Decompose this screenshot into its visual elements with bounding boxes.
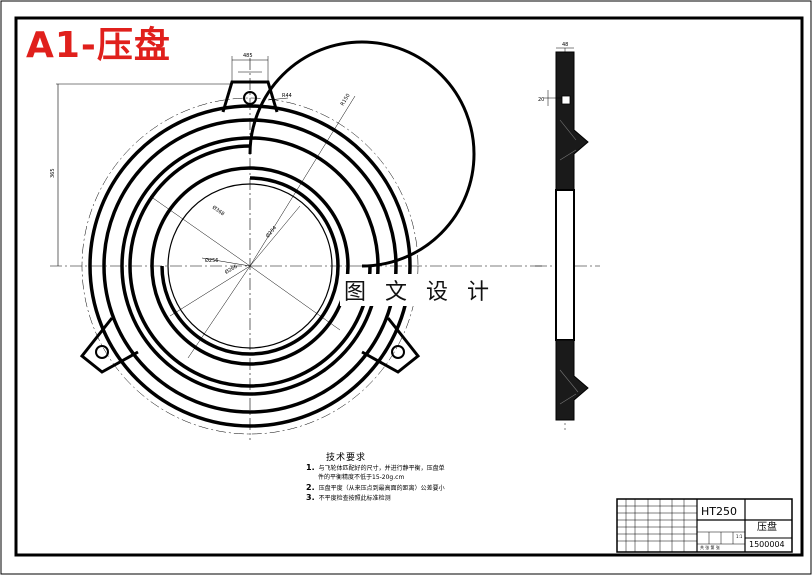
dim-365: 365 [50, 168, 56, 178]
top-lug [221, 80, 279, 113]
note-1-text: 与飞轮体匹配好的尺寸，并进行静平衡，压盘单 [318, 465, 445, 472]
side-section-view [535, 47, 600, 430]
ring-2 [102, 118, 398, 414]
top-slot [561, 95, 571, 105]
ring-7-arc [160, 176, 340, 356]
drawing-title-label: A1-压盘 [26, 25, 171, 66]
note-3: 3.不平度检查按照此标准检测 [306, 493, 391, 503]
ring-6 [150, 166, 350, 366]
part-name-label: 压盘 [757, 522, 777, 533]
dim-266: Ø266 [224, 263, 239, 276]
dim-r150: R150 [340, 93, 352, 107]
hatch-4 [559, 393, 577, 405]
top-lug-hole [243, 91, 257, 105]
dim-485: 485 [243, 53, 253, 59]
inner-ring [167, 183, 333, 349]
front-view [50, 40, 545, 440]
dim-r44: R44 [282, 93, 292, 99]
watermark-text: 图 文 设 计 [340, 274, 499, 306]
leader-4 [169, 265, 251, 317]
note-2-text: 压盘平度（从来压点到最高面的距离）公差要小 [318, 485, 445, 492]
ring-5-arc [248, 40, 476, 268]
lug-leader [267, 97, 289, 101]
hatch-1 [559, 119, 577, 141]
drawing-number-label: 1500004 [749, 540, 785, 549]
lower-section [555, 339, 589, 421]
title-block [616, 498, 793, 553]
title-block-frame [616, 498, 793, 553]
note-2-number: 2. [306, 483, 315, 492]
leader-2 [149, 195, 251, 267]
dim-254: Ø254 [264, 224, 278, 239]
dim-side-48: 48 [562, 42, 568, 48]
bolt-circle [81, 97, 419, 435]
left-lug-hole [95, 345, 109, 359]
right-lug-hole [391, 345, 405, 359]
dim-368: Ø368 [211, 204, 226, 217]
ring-4-arc [128, 144, 372, 388]
note-1-number: 1. [306, 463, 315, 472]
dim-side-20: 20 [538, 97, 544, 103]
hatch-3 [559, 369, 579, 393]
note-2: 2.压盘平度（从来压点到最高面的距离）公差要小 [306, 483, 445, 493]
leader-7 [201, 257, 251, 267]
dim-256: Ø256 [205, 257, 218, 264]
note-3-text: 不平度检查按照此标准检测 [318, 495, 391, 502]
leader-3 [249, 205, 301, 267]
hatch-2 [559, 149, 577, 161]
sheet-info-label: 共 张 第 张 [700, 545, 720, 550]
middle-body [555, 189, 575, 341]
leader-6 [187, 265, 251, 359]
note-1-line-1: 1.与飞轮体匹配好的尺寸，并进行静平衡，压盘单 [306, 463, 445, 473]
technical-requirements-heading: 技术要求 [326, 453, 367, 463]
leader-5 [249, 265, 341, 331]
note-3-number: 3. [306, 493, 315, 502]
leader-1 [249, 95, 356, 267]
scale-label: 1:1 [736, 534, 743, 539]
outer-ring [88, 104, 412, 428]
inner-border [14, 16, 804, 557]
note-1-line-2: 件的平衡精度不低于15-20g.cm [318, 474, 405, 481]
front-view-dimension-texts: 485 R150 Ø368 Ø254 Ø256 Ø266 R44 365 [50, 53, 352, 276]
material-label: HT250 [701, 505, 737, 518]
side-view-dimension-texts: 48 20 [538, 42, 568, 103]
